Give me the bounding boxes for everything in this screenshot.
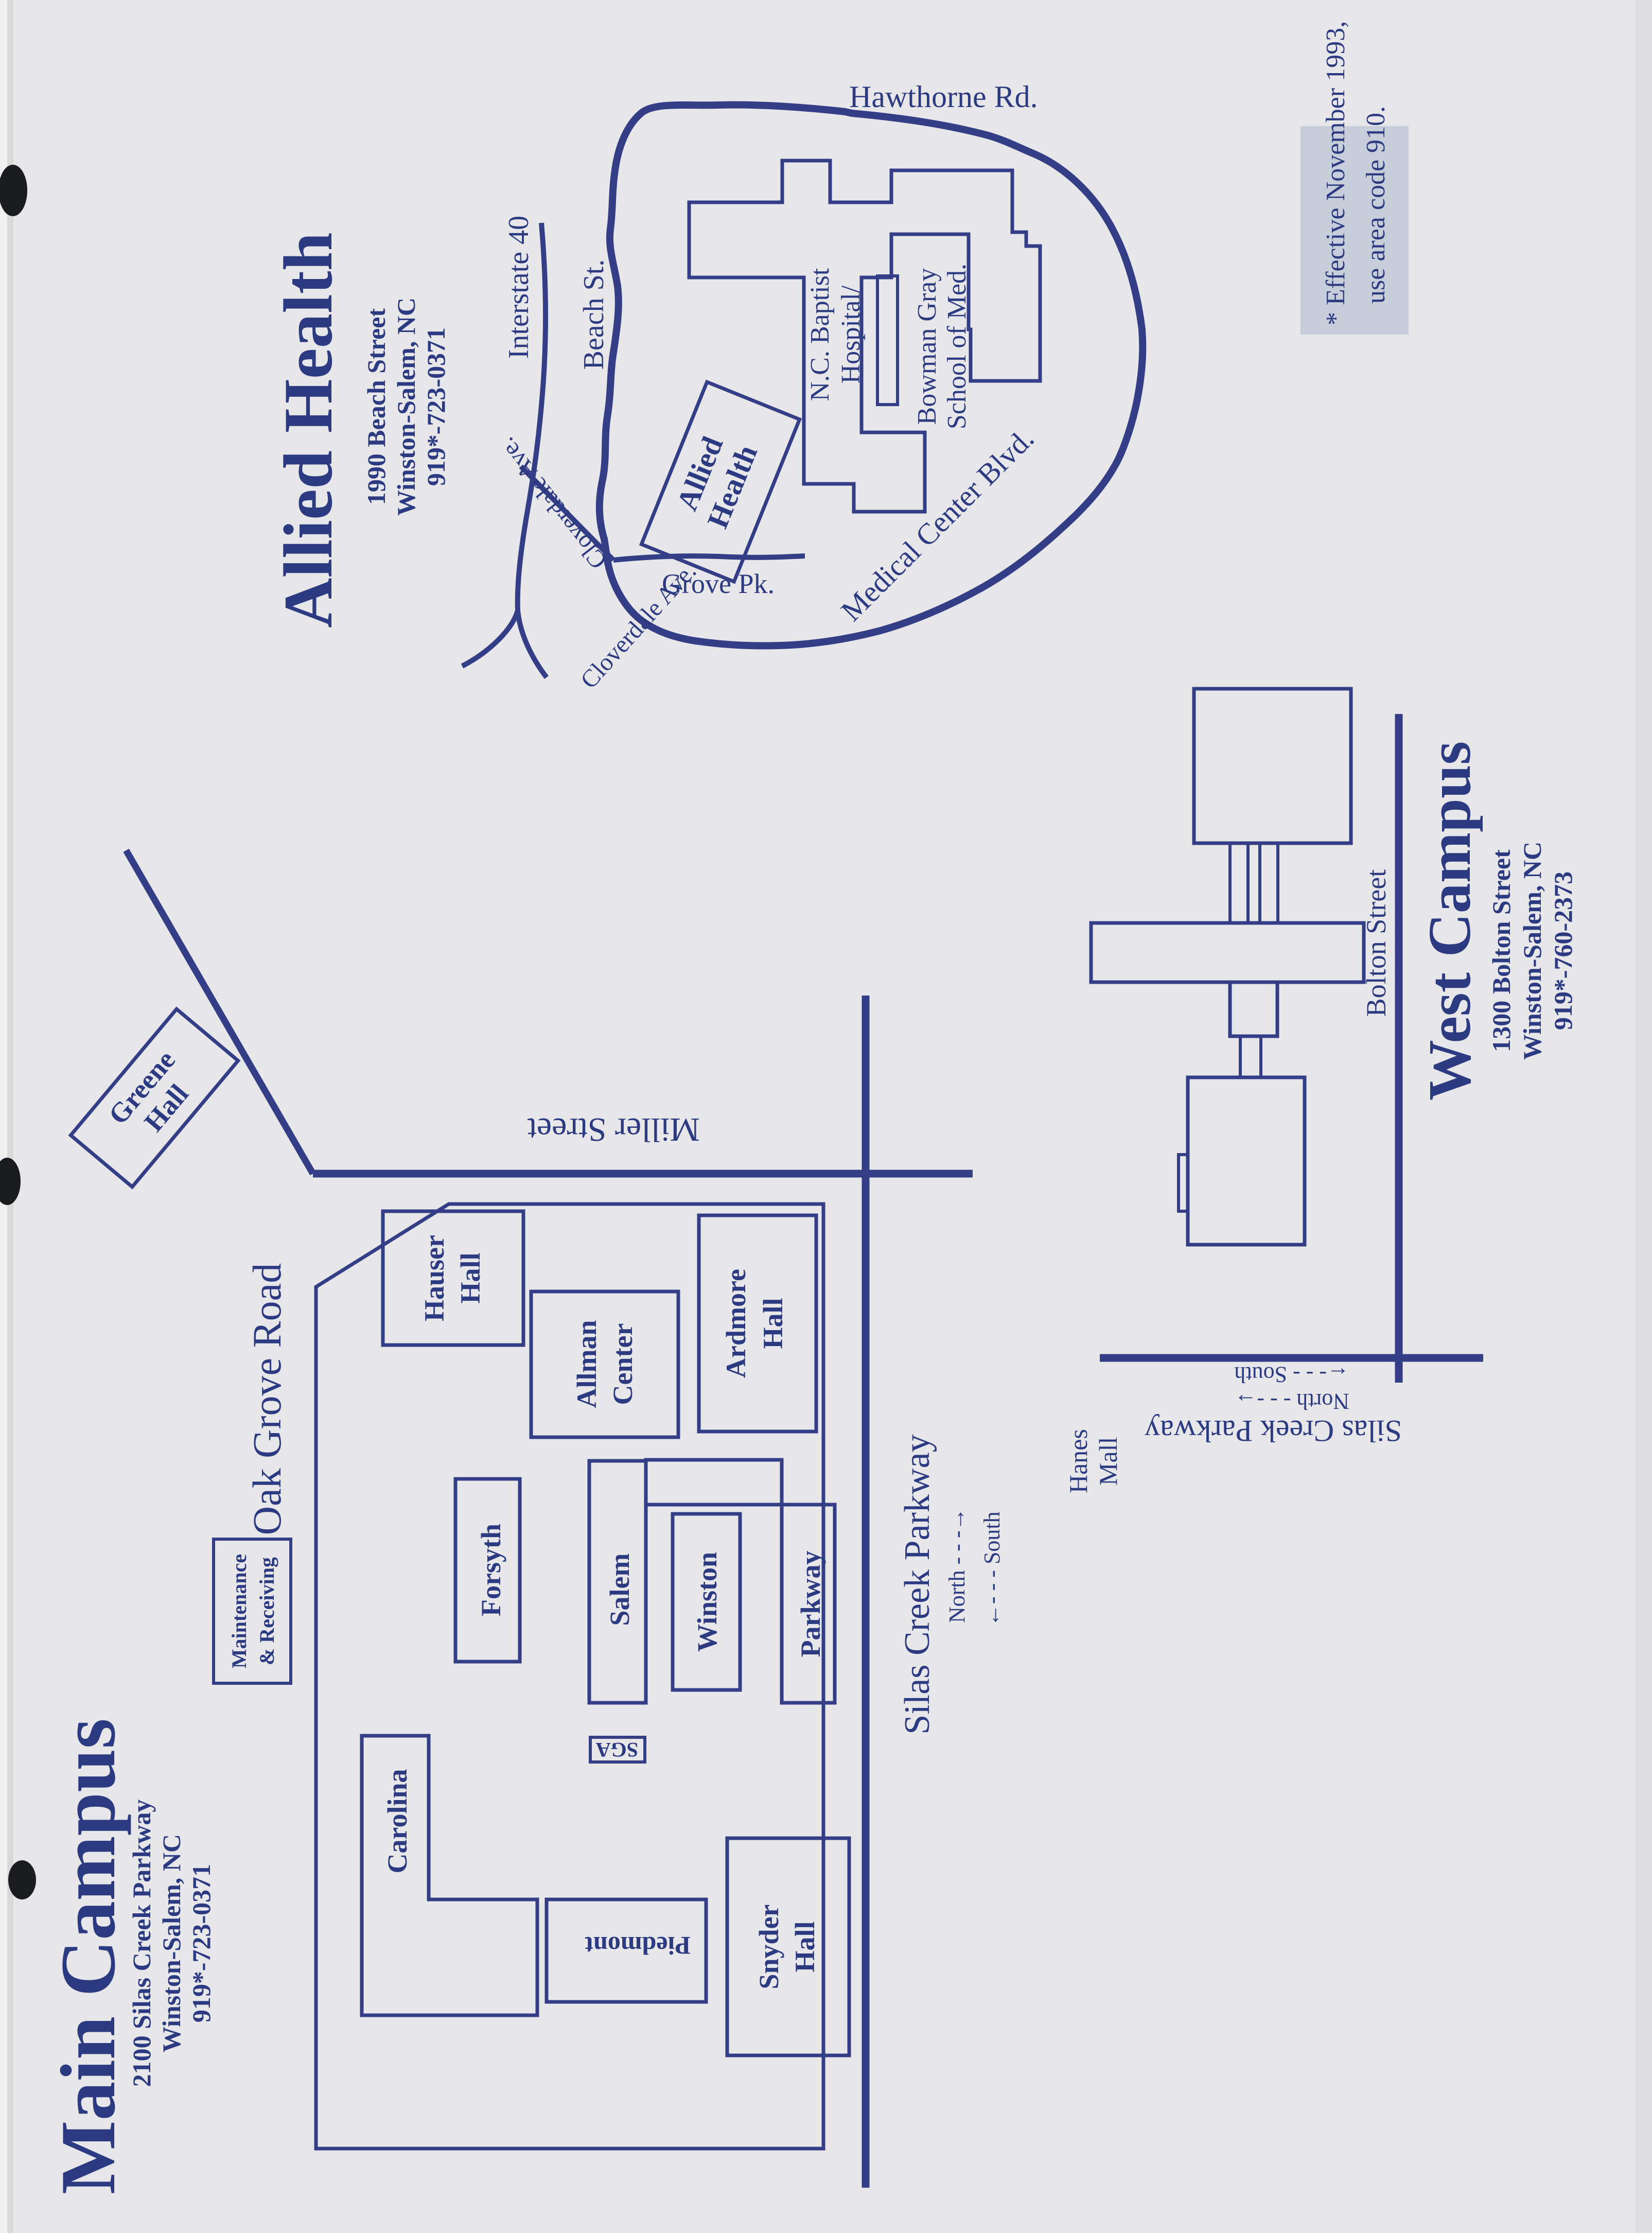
main-campus-address-line1: 2100 Silas Creek Parkway [127, 1800, 156, 2087]
hauser-label-2: Hall [455, 1252, 486, 1303]
allman-label-2: Center [607, 1323, 638, 1405]
building-carolina: Carolina [360, 1734, 539, 2017]
west-campus-section: Bolton Street West Campus 1300 Bolton St… [1064, 687, 1577, 1493]
allied-health-title: Allied Health [270, 232, 347, 628]
west-campus-title: West Campus [1416, 741, 1483, 1101]
building-maintenance-receiving: Maintenance & Receiving [212, 1538, 292, 1685]
ardmore-label-1: Ardmore [720, 1269, 751, 1378]
sga-label: SGA [596, 1738, 638, 1761]
hole-punch [8, 1860, 36, 1899]
hanes-mall-label-1: Hanes [1064, 1429, 1093, 1493]
snyder-label-2: Hall [789, 1921, 820, 1972]
road-label-hawthorne: Hawthorne Rd. [849, 80, 1038, 114]
salem-label: Salem [604, 1553, 635, 1626]
note-line-2: use area code 910. [1361, 106, 1391, 304]
west-address-line3: 919*-760-2373 [1549, 871, 1577, 1030]
building-forsyth: Forsyth [453, 1477, 522, 1664]
building-connector-wing [644, 1458, 784, 1507]
road-label-interstate: Interstate 40 [503, 216, 535, 359]
hole-punch [0, 165, 27, 216]
page-edge-strip [0, 0, 7, 2233]
building-snyder-hall: Snyder Hall [725, 1836, 851, 2057]
page-edge-shadow [7, 0, 13, 2233]
interstate-fork-a [515, 610, 549, 679]
west-campus-building [1089, 687, 1366, 1247]
building-allman-center: Allman Center [529, 1289, 680, 1439]
hospital-ring-road [595, 101, 1147, 650]
main-north-arrow: North - - -→ [944, 1508, 970, 1623]
parkway-label: Parkway [795, 1551, 826, 1658]
allman-label-1: Allman [571, 1320, 602, 1408]
building-parkway: Parkway [780, 1503, 837, 1705]
piedmont-label: Piedmont [585, 1931, 691, 1960]
interstate-fork-b [461, 609, 520, 669]
road-label-beach: Beach St. [578, 259, 610, 370]
west-south-arrow: ←- - - South [1234, 1362, 1349, 1387]
road-interstate-40 [515, 222, 549, 611]
building-sga: SGA [589, 1736, 646, 1764]
hole-punch [0, 1158, 21, 1205]
snyder-label-1: Snyder [753, 1904, 784, 1989]
winston-label: Winston [692, 1552, 723, 1652]
west-north-arrow: North - - -→ [1234, 1389, 1349, 1414]
area-code-note: * Effective November 1993, use area code… [1300, 21, 1409, 335]
allied-address-line1: 1990 Beach Street [362, 308, 391, 505]
building-salem: Salem [587, 1459, 648, 1705]
bowman-gray-label-1: Bowman Gray [912, 268, 942, 425]
hospital-connector-wing [876, 274, 899, 406]
maintenance-label-2: & Receiving [255, 1557, 278, 1665]
hanes-mall-label-2: Mall [1094, 1437, 1122, 1486]
building-ardmore-hall: Ardmore Hall [697, 1213, 818, 1434]
hauser-label-1: Hauser [419, 1235, 450, 1321]
note-box-background [1300, 126, 1409, 335]
bowman-gray-label-2: School of Med. [942, 264, 972, 429]
building-winston: Winston [671, 1512, 742, 1692]
right-edge-shade [1636, 0, 1652, 2233]
road-label-silas-main: Silas Creek Parkway [898, 1434, 937, 1734]
road-label-bolton: Bolton Street [1361, 869, 1392, 1017]
road-cloverdale [519, 464, 616, 562]
note-line-1: * Effective November 1993, [1321, 21, 1350, 325]
allied-address-line2: Winston-Salem, NC [392, 298, 420, 516]
campus-block-outline [314, 1202, 825, 2151]
road-label-miller-street: Miller Street [528, 1111, 700, 1148]
maintenance-label-1: Maintenance [227, 1554, 251, 1668]
forsyth-label: Forsyth [476, 1524, 506, 1616]
road-label-silas-west: Silas Creek Parkway [1145, 1414, 1402, 1448]
main-campus-section: Main Campus 2100 Silas Creek Parkway Win… [45, 848, 1005, 2194]
main-campus-address-line2: Winston-Salem, NC [157, 1834, 186, 2052]
allied-address-line3: 919*-723-0371 [421, 327, 450, 486]
road-grove-park [613, 553, 805, 563]
west-address-line2: Winston-Salem, NC [1518, 842, 1546, 1060]
hospital-label-1: N.C. Baptist [805, 268, 835, 401]
west-address-line1: 1300 Bolton Street [1487, 849, 1516, 1052]
main-campus-title: Main Campus [45, 1718, 131, 2194]
building-piedmont: Piedmont [544, 1897, 708, 2004]
road-label-oak-grove: Oak Grove Road [244, 1263, 289, 1536]
hospital-label-2: Hospital/ [836, 285, 866, 383]
road-greene-hall-drive [123, 848, 316, 1176]
ardmore-label-2: Hall [758, 1298, 788, 1349]
main-campus-address-line3: 919*-723-0371 [187, 1864, 216, 2022]
building-hospital-complex [687, 159, 1042, 514]
carolina-label: Carolina [382, 1769, 413, 1873]
main-south-arrow: ←- - - South [979, 1511, 1005, 1627]
building-hauser-hall: Hauser Hall [381, 1209, 525, 1347]
